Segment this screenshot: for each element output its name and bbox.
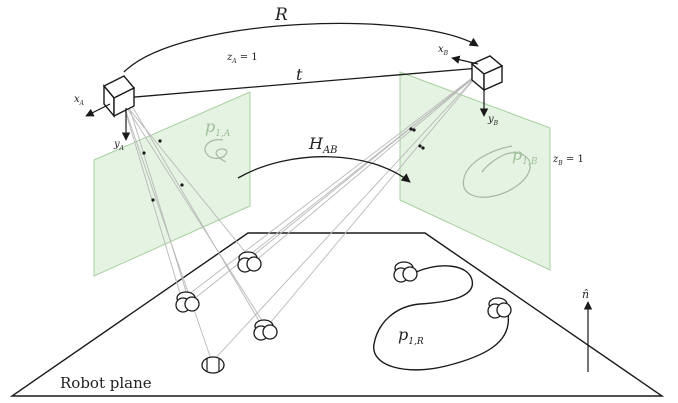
robot-plane: [9, 232, 665, 397]
robot-5: [487, 297, 512, 319]
rotation-arrow: [123, 22, 479, 73]
robot-plane-label: Robot plane: [60, 374, 152, 392]
plane-a-equation: zA = 1: [226, 52, 258, 65]
homography-label: HAB: [308, 134, 338, 156]
camera-b-x-label: xB: [438, 44, 449, 57]
trajectory-p1r-curve: [373, 265, 510, 371]
trajectory-p1b-curve: [462, 145, 531, 198]
translation-arrow: [122, 64, 481, 99]
robot-3: [253, 319, 278, 341]
camera-b-y-label: yB: [487, 114, 499, 127]
plane-b-equation: zB = 1: [552, 154, 584, 167]
camera-b-x-axis: [451, 55, 479, 65]
homography-arrow: [237, 156, 411, 183]
image-points-a: [142, 139, 184, 202]
camera-a: [102, 75, 136, 118]
trajectory-p1a-curve: [204, 139, 228, 163]
projection-rays-a: [121, 95, 269, 363]
camera-a-y-label: yA: [113, 139, 125, 152]
translation-label: t: [296, 65, 303, 84]
image-plane-a: [93, 91, 251, 277]
trajectory-p1b-label: p1,B: [512, 145, 538, 167]
camera-a-x-axis: [85, 103, 111, 117]
trajectory-p1r-label: p1,R: [398, 325, 424, 347]
trajectory-p1a-label: p1,A: [205, 117, 231, 139]
image-points-b: [409, 127, 425, 150]
robot-1: [237, 251, 262, 273]
robot-4: [393, 261, 418, 283]
camera-a-x-label: xA: [74, 94, 85, 107]
robot-6: [201, 356, 225, 374]
camera-b: [470, 55, 504, 92]
robot-2: [175, 291, 200, 313]
normal-vector-label: n̂: [582, 288, 589, 301]
rotation-label: R: [274, 5, 288, 25]
image-plane-b: [399, 71, 551, 271]
